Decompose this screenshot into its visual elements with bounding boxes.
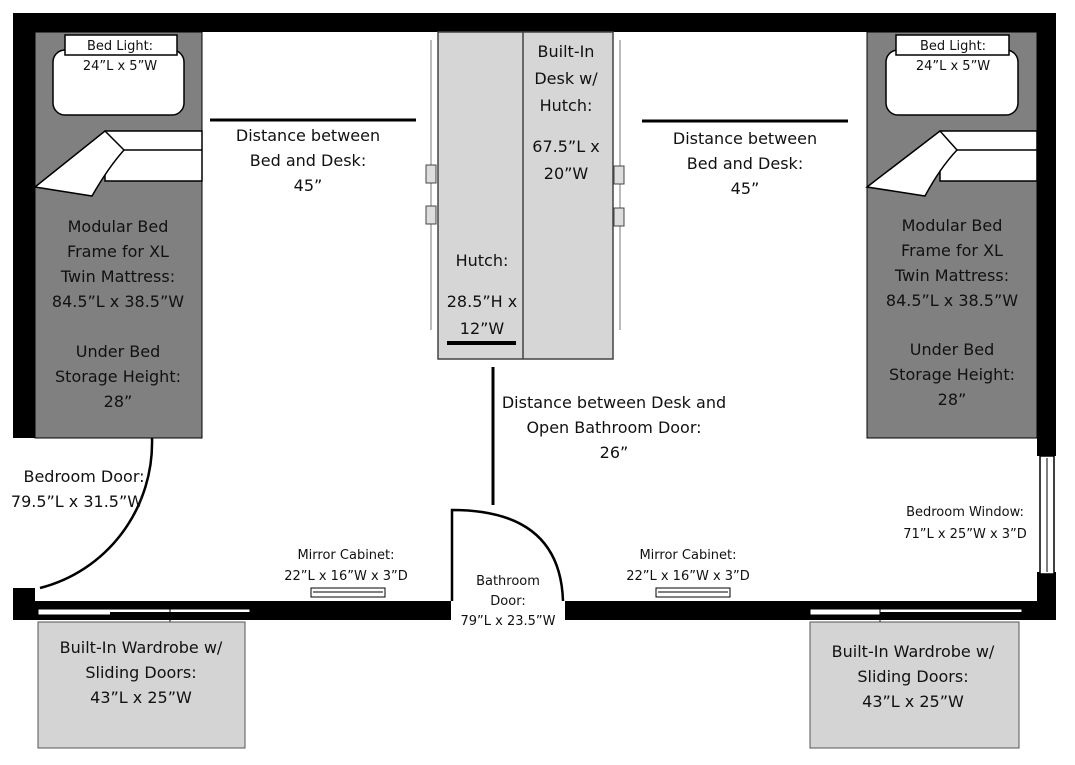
left-bed: [33, 31, 203, 439]
bedroom-window: [1039, 455, 1055, 575]
dist-left-label: Distance between Bed and Desk: 45”: [236, 126, 380, 195]
right-bed-frame-line: Modular Bed: [902, 216, 1003, 235]
wardrobe-right-line: 43”L x 25”W: [862, 692, 964, 711]
bathroom-door-label: Bathroom Door: 79”L x 23.5”W: [460, 574, 555, 629]
right-bed-light-title: Bed Light:: [920, 39, 986, 54]
wardrobe-left-line: Sliding Doors:: [85, 663, 196, 682]
wardrobe-right-label: Built-In Wardrobe w/ Sliding Doors: 43”L…: [832, 642, 995, 711]
right-bed-storage-line: 28”: [938, 390, 967, 409]
right-bed: [865, 31, 1038, 439]
bedroom-window-label: Bedroom Window: 71”L x 25”W x 3”D: [903, 505, 1027, 542]
mirror-left-line: 22”L x 16”W x 3”D: [284, 569, 408, 584]
dist-bath-line-text: 26”: [600, 443, 629, 462]
mirror-left-line: Mirror Cabinet:: [297, 548, 394, 563]
hutch-title: Hutch:: [456, 251, 509, 270]
mirror-right-label: Mirror Cabinet: 22”L x 16”W x 3”D: [626, 548, 750, 584]
desk-line: Hutch:: [540, 96, 593, 115]
left-bed-light-title: Bed Light:: [87, 39, 153, 54]
left-bed-light-label: Bed Light: 24”L x 5”W: [83, 39, 157, 74]
bedroom-door-line: Bedroom Door:: [23, 467, 144, 486]
left-bed-storage-line: 28”: [104, 392, 133, 411]
mirror-left-label: Mirror Cabinet: 22”L x 16”W x 3”D: [284, 548, 408, 584]
desk-label: Built-In Desk w/ Hutch: 67.5”L x 20”W: [532, 42, 599, 183]
wardrobe-left: [37, 621, 246, 749]
mirror-right-line: Mirror Cabinet:: [639, 548, 736, 563]
top-wall: [13, 13, 1056, 32]
left-bed-light-size: 24”L x 5”W: [83, 59, 157, 74]
dist-left-line-text: Distance between: [236, 126, 380, 145]
right-bed-frame-line: Frame for XL: [901, 241, 1003, 260]
hutch-size-line: 12”W: [460, 319, 505, 338]
right-bed-storage-line: Storage Height:: [889, 365, 1015, 384]
dist-right-line-text: 45”: [731, 179, 760, 198]
desk-size-line: 67.5”L x: [532, 137, 599, 156]
bedroom-door-swing: [39, 437, 154, 590]
dist-bath-line-text: Open Bathroom Door:: [526, 418, 701, 437]
wardrobe-left-line: Built-In Wardrobe w/: [60, 638, 223, 657]
wardrobe-left-tracks: [37, 606, 251, 622]
bedroom-window-line: Bedroom Window:: [906, 505, 1024, 520]
mirror-cabinet-left: [310, 587, 386, 598]
right-bed-light-size: 24”L x 5”W: [916, 59, 990, 74]
dist-bath-label: Distance between Desk and Open Bathroom …: [502, 393, 726, 462]
desk-line: Built-In: [538, 42, 595, 61]
wardrobe-right-line: Sliding Doors:: [857, 667, 968, 686]
wardrobe-right: [809, 621, 1020, 749]
bathroom-door-line: 79”L x 23.5”W: [460, 614, 555, 629]
right-bed-light-label: Bed Light: 24”L x 5”W: [916, 39, 990, 74]
dist-left-line-text: Bed and Desk:: [250, 151, 366, 170]
bedroom-door-label: Bedroom Door: 79.5”L x 31.5”W: [11, 467, 145, 511]
wardrobe-left-label: Built-In Wardrobe w/ Sliding Doors: 43”L…: [60, 638, 223, 707]
desk-line: Desk w/: [534, 69, 598, 88]
bathroom-door-swing: [450, 508, 565, 602]
left-bed-storage-line: Under Bed: [76, 342, 161, 361]
hutch-label: Hutch: 28.5”H x 12”W: [447, 251, 518, 338]
left-bed-storage-line: Storage Height:: [55, 367, 181, 386]
bedroom-door-line: 79.5”L x 31.5”W: [11, 492, 143, 511]
left-bed-frame-line: 84.5”L x 38.5”W: [52, 292, 184, 311]
dist-left-line-text: 45”: [294, 176, 323, 195]
mirror-right-line: 22”L x 16”W x 3”D: [626, 569, 750, 584]
desk-size-line: 20”W: [544, 164, 589, 183]
dist-bath-line-text: Distance between Desk and: [502, 393, 726, 412]
right-bed-frame-line: 84.5”L x 38.5”W: [886, 291, 1018, 310]
right-bed-frame-line: Twin Mattress:: [894, 266, 1009, 285]
wardrobe-right-tracks: [809, 606, 1023, 622]
dist-right-line-text: Bed and Desk:: [687, 154, 803, 173]
left-bed-frame-line: Frame for XL: [67, 242, 169, 261]
hutch-size-line: 28.5”H x: [447, 292, 518, 311]
right-bed-frame-label: Modular Bed Frame for XL Twin Mattress: …: [886, 216, 1018, 409]
left-wall-upper: [13, 13, 35, 438]
left-bed-frame-line: Modular Bed: [68, 217, 169, 236]
bathroom-door-line: Bathroom: [476, 574, 540, 589]
wardrobe-left-line: 43”L x 25”W: [90, 688, 192, 707]
bedroom-window-line: 71”L x 25”W x 3”D: [903, 527, 1027, 542]
wardrobe-right-line: Built-In Wardrobe w/: [832, 642, 995, 661]
right-wall-upper: [1037, 13, 1056, 456]
mirror-cabinet-right: [655, 587, 731, 598]
dist-right-line-text: Distance between: [673, 129, 817, 148]
desk: [425, 31, 625, 360]
dist-right-label: Distance between Bed and Desk: 45”: [673, 129, 817, 198]
left-bed-frame-label: Modular Bed Frame for XL Twin Mattress: …: [52, 217, 184, 411]
left-bed-frame-line: Twin Mattress:: [60, 267, 175, 286]
bathroom-door-line: Door:: [490, 594, 525, 609]
right-bed-storage-line: Under Bed: [910, 340, 995, 359]
